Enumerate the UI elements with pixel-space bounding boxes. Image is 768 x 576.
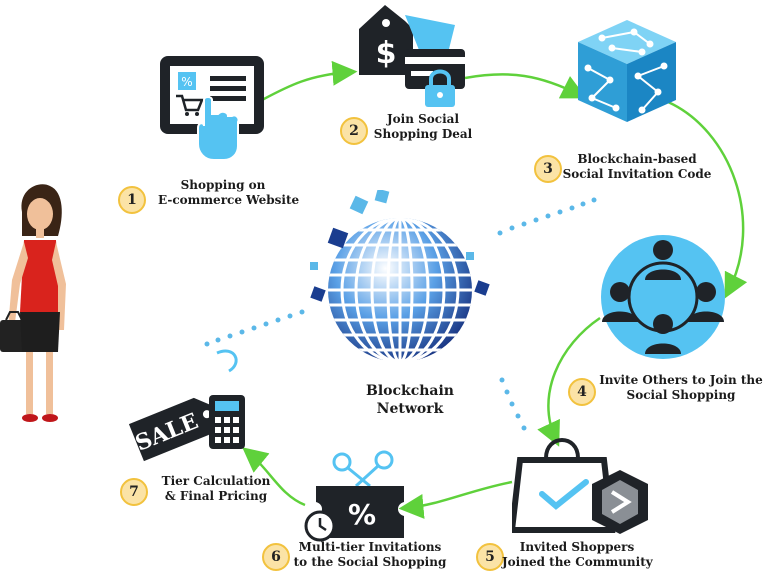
svg-text:%: % xyxy=(181,75,192,89)
arrow-1-to-2 xyxy=(261,60,358,102)
arrow-3-to-4 xyxy=(667,100,748,299)
step-3-line2: Social Invitation Code xyxy=(562,167,712,181)
step-1-line2: E-commerce Website xyxy=(158,193,300,207)
step-4-line2: Social Shopping xyxy=(626,388,736,402)
shopping-bag-icon xyxy=(512,438,648,534)
step-5-line1: Invited Shoppers xyxy=(519,540,635,554)
step-7-line2: & Final Pricing xyxy=(164,489,268,503)
step-7-line1: Tier Calculation xyxy=(161,474,271,488)
step-2-label: Join Social Shopping Deal xyxy=(368,112,478,142)
community-invite-icon xyxy=(601,235,725,359)
step-4-badge: 4 xyxy=(568,378,596,406)
deal-tag-card-icon: $ xyxy=(359,5,465,107)
blockchain-globe-icon xyxy=(310,190,490,360)
step-2-line1: Join Social xyxy=(386,112,459,126)
arrow-5-to-6 xyxy=(398,480,513,519)
shopper-woman-icon xyxy=(0,184,66,422)
step-6-line2: to the Social Shopping xyxy=(293,555,447,569)
arrow-6-to-7 xyxy=(242,447,306,507)
step-7-badge: 7 xyxy=(120,478,148,506)
tag-currency-symbol: $ xyxy=(376,36,397,71)
step-6-line1: Multi-tier Invitations xyxy=(298,540,442,554)
dotted-trails xyxy=(204,197,597,431)
step-6-label: Multi-tier Invitations to the Social Sho… xyxy=(290,540,450,570)
step-3-badge: 3 xyxy=(534,155,562,183)
step-1-line1: Shopping on xyxy=(180,178,266,192)
percent-symbol: % xyxy=(348,498,376,531)
sale-tag-calculator-icon: SALE xyxy=(128,349,245,462)
center-title-line1: Blockchain xyxy=(366,383,454,399)
step-7-label: Tier Calculation & Final Pricing xyxy=(156,474,276,504)
tablet-shopping-icon: % xyxy=(160,56,264,161)
step-5-line2: Joined the Community xyxy=(502,555,653,569)
step-2-line2: Shopping Deal xyxy=(373,127,473,141)
step-3-label: Blockchain-based Social Invitation Code xyxy=(562,152,712,182)
step-3-line1: Blockchain-based xyxy=(577,152,697,166)
step-5-label: Invited Shoppers Joined the Community xyxy=(502,540,653,570)
center-title-line2: Network xyxy=(376,401,444,417)
step-1-label: Shopping on E-commerce Website xyxy=(158,178,300,208)
step-5-badge: 5 xyxy=(476,543,504,571)
step-4-label: Invite Others to Join the Social Shoppin… xyxy=(596,373,766,403)
step-2-badge: 2 xyxy=(340,117,368,145)
blockchain-cube-icon xyxy=(578,20,676,122)
step-6-badge: 6 xyxy=(262,543,290,571)
arrow-2-to-3 xyxy=(464,73,587,99)
blockchain-network-title: Blockchain Network xyxy=(360,382,460,418)
step-4-line1: Invite Others to Join the xyxy=(599,373,763,387)
step-1-badge: 1 xyxy=(118,186,146,214)
discount-ticket-icon: % xyxy=(304,450,404,542)
arrow-4-to-5 xyxy=(537,316,601,447)
